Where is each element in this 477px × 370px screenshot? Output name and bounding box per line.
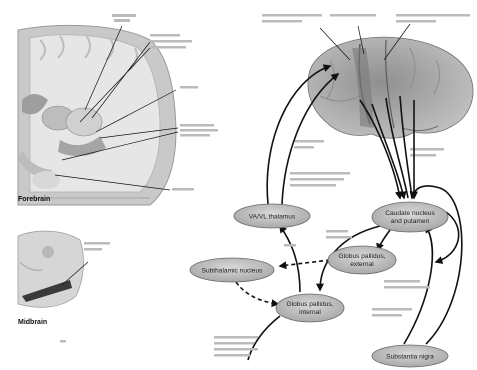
node-gpi-label-2: internal [299,309,321,316]
node-caudate-label-2: and putamen [391,218,430,225]
node-substantia-nigra: Substantia nigra [372,345,448,367]
node-vavl-thalamus: VA/VL thalamus [234,204,310,228]
node-gpi-label-1: Globus pallidus, [287,301,334,308]
node-globus-pallidus-external: Globus pallidus, external [328,246,396,274]
node-gpe-label-1: Globus pallidus, [339,253,386,260]
node-caudate-putamen: Caudate nucleus and putamen [372,202,448,232]
node-vavl-label: VA/VL thalamus [249,214,296,221]
node-globus-pallidus-internal: Globus pallidus, internal [276,294,344,322]
midbrain-label: Midbrain [18,319,47,326]
node-caudate-label-1: Caudate nucleus [385,210,435,217]
node-stn-label: Subthalamic nucleus [202,268,264,275]
midbrain-minor-labels [84,242,110,251]
forebrain-coronal-section [18,25,176,205]
node-sn-label: Substantia nigra [386,354,434,361]
node-gpe-label-2: external [350,261,374,268]
midbrain-section [18,231,88,307]
forebrain-label: Forebrain [18,196,50,203]
node-subthalamic-nucleus: Subthalamic nucleus [190,258,274,282]
